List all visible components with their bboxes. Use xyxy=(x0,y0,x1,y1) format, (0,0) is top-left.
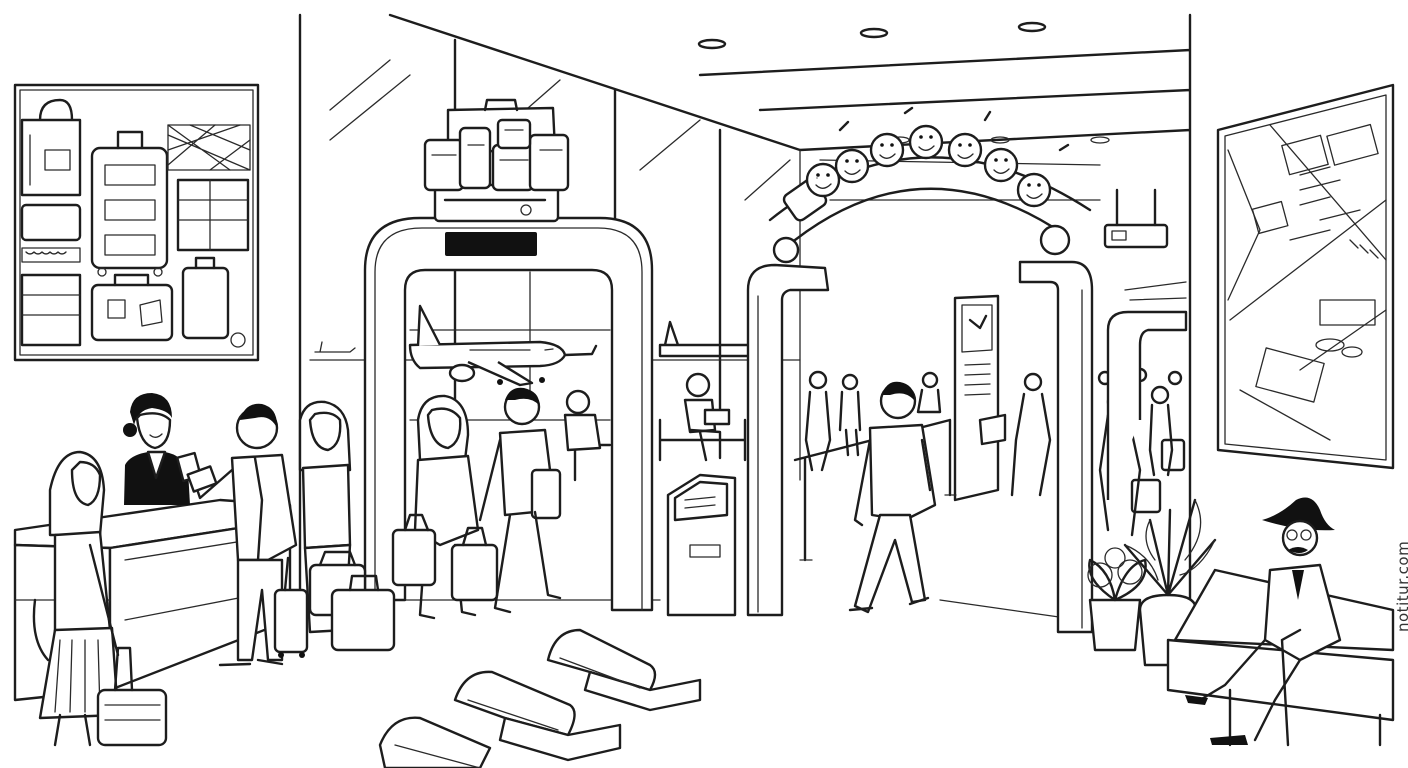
traveler-woman-suitcase xyxy=(32,450,168,747)
terminal-architecture xyxy=(298,13,1192,621)
luggage-pile xyxy=(423,98,570,223)
walking-man xyxy=(848,381,937,614)
distant-passengers xyxy=(804,281,1188,537)
smiling-cart-arch xyxy=(746,106,1094,634)
bench-gentleman xyxy=(1166,497,1395,747)
seated-traveler-laptop xyxy=(563,372,747,482)
check-in-agent xyxy=(123,393,202,505)
waiting-chairs xyxy=(378,628,702,768)
check-in-kiosks xyxy=(666,294,1007,617)
terminal-map-poster xyxy=(1216,83,1395,470)
luggage-wall-poster xyxy=(13,83,260,362)
traveler-man-ticket xyxy=(186,403,309,667)
site-credit: notitur.com xyxy=(1394,540,1408,632)
walking-couple xyxy=(391,387,562,620)
cart-arch-row xyxy=(768,106,1092,264)
airplane xyxy=(408,304,598,387)
traveler-woman-bags xyxy=(298,400,396,652)
